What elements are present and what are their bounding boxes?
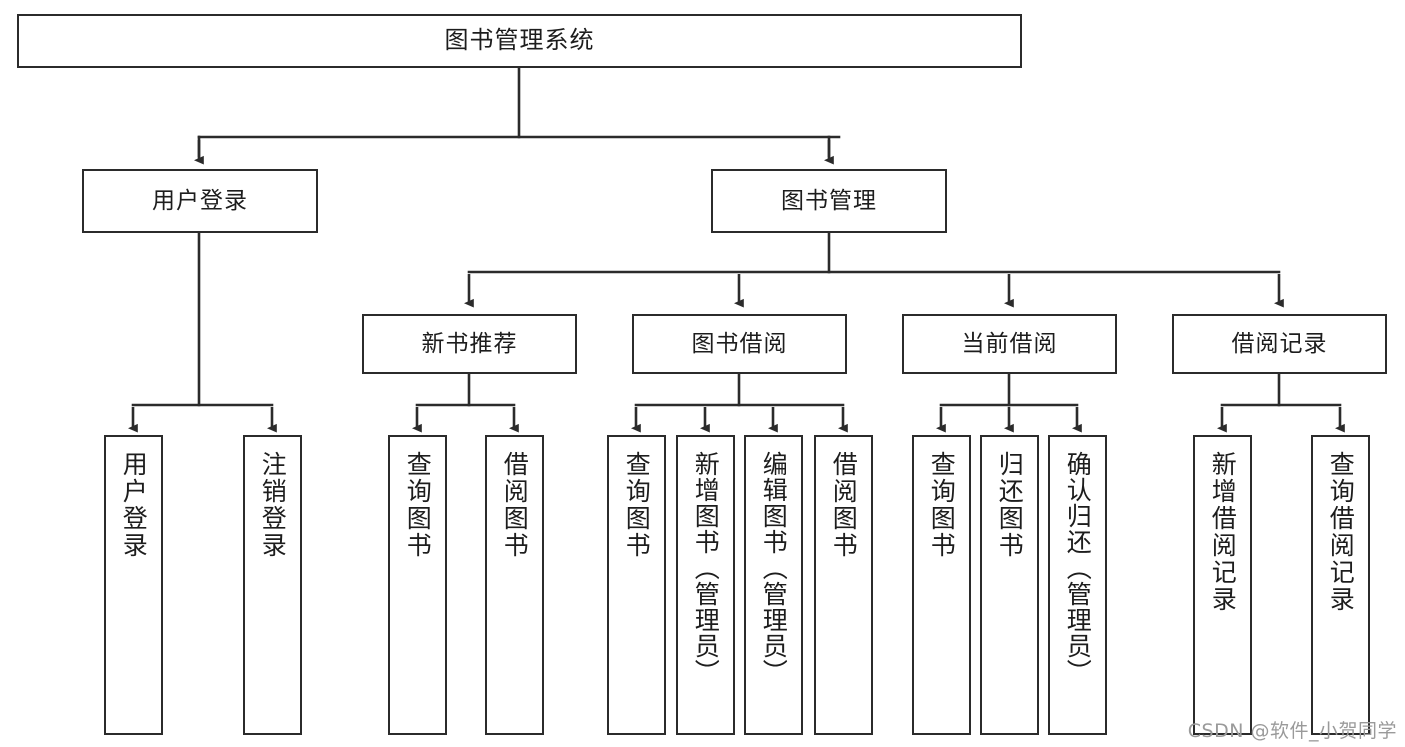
node-current-borrow[interactable]: 当前借阅	[902, 314, 1117, 374]
node-leaf-confirm-return[interactable]: 确认归还（管理员）	[1048, 435, 1107, 735]
node-label: 当前借阅	[961, 330, 1058, 357]
node-user-login[interactable]: 用户登录	[82, 169, 318, 233]
node-label: 查询图书	[403, 451, 433, 559]
node-leaf-add-record[interactable]: 新增借阅记录	[1193, 435, 1252, 735]
node-borrow-record[interactable]: 借阅记录	[1172, 314, 1387, 374]
node-root-system[interactable]: 图书管理系统	[17, 14, 1022, 68]
node-label: 查询图书	[927, 451, 957, 559]
node-label: 图书管理	[781, 187, 877, 214]
node-leaf-query-book-1[interactable]: 查询图书	[388, 435, 447, 735]
node-label: 借阅图书	[829, 451, 859, 559]
node-label: 归还图书	[995, 451, 1025, 559]
node-label: 用户登录	[119, 451, 149, 559]
node-label: 查询图书	[622, 451, 652, 559]
node-book-manage[interactable]: 图书管理	[711, 169, 947, 233]
csdn-watermark: CSDN @软件_小贺同学	[1187, 720, 1397, 742]
node-leaf-edit-book[interactable]: 编辑图书（管理员）	[744, 435, 803, 735]
node-leaf-borrow-book-1[interactable]: 借阅图书	[485, 435, 544, 735]
node-label: 编辑图书（管理员）	[759, 451, 789, 685]
node-new-book-recommend[interactable]: 新书推荐	[362, 314, 577, 374]
node-label: 新增图书（管理员）	[691, 451, 721, 685]
node-label: 新书推荐	[421, 330, 518, 357]
node-leaf-query-book-3[interactable]: 查询图书	[912, 435, 971, 735]
node-leaf-return-book[interactable]: 归还图书	[980, 435, 1039, 735]
node-leaf-user-login[interactable]: 用户登录	[104, 435, 163, 735]
node-label: 用户登录	[152, 187, 248, 214]
node-leaf-query-book-2[interactable]: 查询图书	[607, 435, 666, 735]
node-label: 注销登录	[258, 451, 288, 559]
node-leaf-add-book[interactable]: 新增图书（管理员）	[676, 435, 735, 735]
node-leaf-query-record[interactable]: 查询借阅记录	[1311, 435, 1370, 735]
node-label: 确认归还（管理员）	[1063, 451, 1093, 685]
node-book-borrow[interactable]: 图书借阅	[632, 314, 847, 374]
node-label: 借阅图书	[500, 451, 530, 559]
node-label: 新增借阅记录	[1208, 451, 1238, 613]
node-label: 查询借阅记录	[1326, 451, 1356, 613]
node-label: 图书借阅	[691, 330, 788, 357]
node-label: 图书管理系统	[444, 26, 595, 55]
node-label: 借阅记录	[1231, 330, 1328, 357]
node-leaf-borrow-book-2[interactable]: 借阅图书	[814, 435, 873, 735]
node-leaf-user-logout[interactable]: 注销登录	[243, 435, 302, 735]
